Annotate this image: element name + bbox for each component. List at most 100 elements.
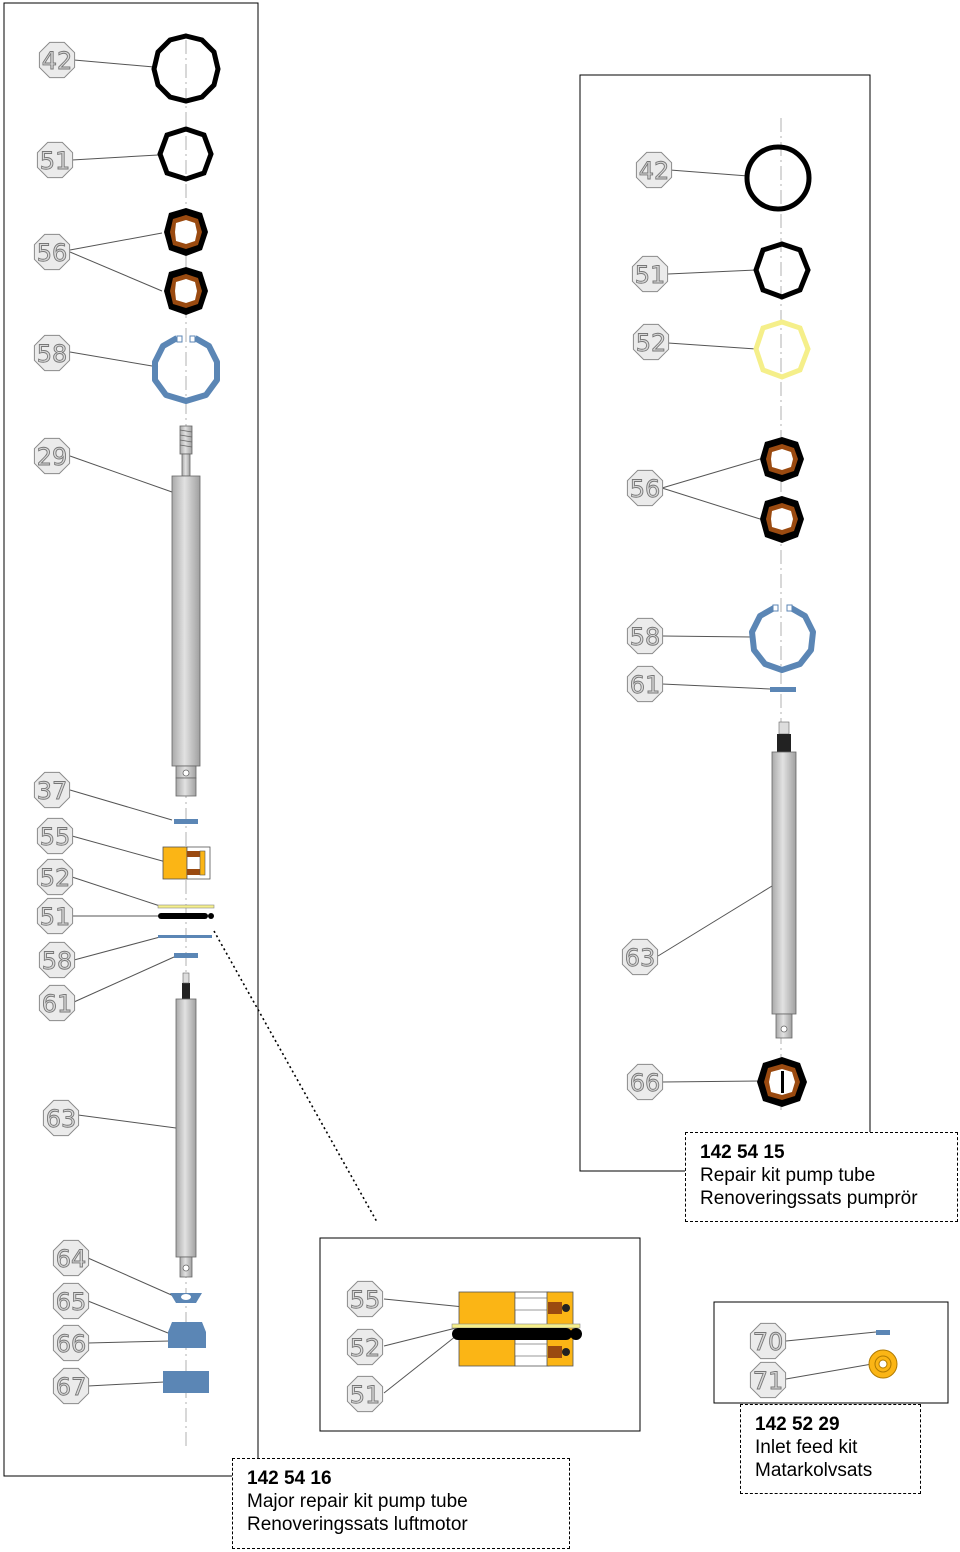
callout-octagon <box>36 141 74 179</box>
left-assembly-frame <box>3 2 259 1477</box>
seal-66-right <box>757 1057 807 1107</box>
callout-octagon <box>38 41 76 79</box>
seal-51-detail <box>452 1328 582 1340</box>
clip-58-left-eye-b <box>189 335 196 343</box>
callout-octagon <box>36 858 74 896</box>
callout-number: 66 <box>630 1069 661 1097</box>
callout-octagon <box>635 151 673 189</box>
pump-tube-63-right <box>771 721 797 1039</box>
callout-number: 61 <box>630 671 661 699</box>
callout-number: 52 <box>636 329 667 357</box>
callout-number: 61 <box>42 990 73 1018</box>
callout-number: 58 <box>42 947 73 975</box>
callout-octagon <box>631 255 669 293</box>
part-65-66 <box>168 1322 206 1348</box>
callout-octagon <box>33 771 71 809</box>
kit-name-en: Major repair kit pump tube <box>247 1491 468 1512</box>
shaft-29 <box>171 425 201 797</box>
kit-part-number: 142 52 29 <box>755 1414 840 1435</box>
kit-box-inlet: 142 52 29 Inlet feed kit Matarkolvsats <box>740 1404 921 1494</box>
callout-number: 51 <box>40 903 71 931</box>
callout-octagon <box>626 1063 664 1101</box>
callout-number: 55 <box>40 823 71 851</box>
seal-56-right-upper <box>760 437 804 482</box>
part-71 <box>868 1349 898 1379</box>
callout-number: 58 <box>37 340 68 368</box>
callout-octagon <box>621 938 659 976</box>
callout-number: 29 <box>37 443 68 471</box>
seal-42-left <box>151 33 221 104</box>
kit-name-en: Repair kit pump tube <box>700 1165 876 1186</box>
kit-name-sv: Renoveringssats pumprör <box>700 1188 918 1209</box>
right-assembly-frame <box>579 74 871 1172</box>
callout-octagon <box>52 1367 90 1405</box>
detail-leader-lines <box>383 1298 877 1394</box>
ring-52-right <box>753 319 811 380</box>
kit-box-major: 142 54 16 Major repair kit pump tube Ren… <box>232 1458 570 1549</box>
callout-octagon <box>346 1328 384 1366</box>
seal-42-right <box>744 144 812 212</box>
kit-name-sv: Matarkolvsats <box>755 1460 873 1481</box>
callout-octagon <box>52 1324 90 1362</box>
callout-number: 51 <box>350 1381 381 1409</box>
callout-number: 65 <box>56 1288 87 1316</box>
ring-52-detail <box>451 1323 581 1329</box>
seal-56-left-upper <box>164 208 208 256</box>
callout-number: 66 <box>56 1330 87 1358</box>
clip-58-left-side <box>158 935 212 938</box>
left-leader-lines <box>69 59 177 1387</box>
clip-58-right <box>749 605 816 673</box>
kit-part-number: 142 54 15 <box>700 1142 785 1163</box>
callout-octagon <box>36 897 74 935</box>
clip-58-right-eye-b <box>786 604 793 612</box>
oring-61-right <box>770 687 796 692</box>
callout-octagon <box>626 469 664 507</box>
ring-52-left <box>157 904 215 909</box>
callout-labels: 4251565829375552515861636465666742515256… <box>33 41 787 1413</box>
callout-octagon <box>346 1375 384 1413</box>
callout-number: 70 <box>753 1328 784 1356</box>
oring-61-left <box>174 953 198 958</box>
seal-51-left-side <box>158 913 214 919</box>
kit-box-repair: 142 54 15 Repair kit pump tube Renoverin… <box>685 1132 958 1222</box>
oring-37-left <box>174 819 198 824</box>
kit-name-en: Inlet feed kit <box>755 1437 858 1458</box>
pump-tube-63-left <box>175 972 197 1278</box>
callout-number: 52 <box>40 864 71 892</box>
callout-number: 56 <box>37 239 68 267</box>
callout-number: 42 <box>42 47 73 75</box>
callout-number: 52 <box>350 1334 381 1362</box>
piston-55-left <box>162 846 211 880</box>
callout-octagon <box>749 1361 787 1399</box>
callout-octagon <box>38 941 76 979</box>
callout-number: 37 <box>37 777 68 805</box>
inlet-frame <box>713 1301 949 1404</box>
callout-octagon <box>346 1280 384 1318</box>
oring-70 <box>876 1330 890 1335</box>
callout-octagon <box>42 1099 80 1137</box>
callout-number: 55 <box>350 1286 381 1314</box>
callout-octagon <box>33 437 71 475</box>
part-64-hole <box>181 1294 191 1300</box>
clip-58-left-eye-a <box>176 335 183 343</box>
callout-octagon <box>632 323 670 361</box>
callout-octagon <box>52 1282 90 1320</box>
seal-51-right <box>753 241 811 300</box>
seal-56-left-lower <box>164 267 208 315</box>
part-67 <box>163 1371 209 1393</box>
callout-number: 58 <box>630 623 661 651</box>
callout-number: 67 <box>56 1373 87 1401</box>
callout-octagon <box>33 334 71 372</box>
detail-pointer-line <box>213 930 378 1223</box>
right-leader-lines <box>657 169 773 1083</box>
callout-octagon <box>36 817 74 855</box>
callout-number: 51 <box>40 147 71 175</box>
callout-number: 56 <box>630 475 661 503</box>
callout-number: 63 <box>46 1105 77 1133</box>
kit-name-sv: Renoveringssats luftmotor <box>247 1514 468 1535</box>
seal-56-right-lower <box>760 496 804 543</box>
clip-58-left <box>152 335 220 404</box>
callout-number: 63 <box>625 944 656 972</box>
callout-octagon <box>33 233 71 271</box>
clip-58-right-eye-a <box>772 604 779 612</box>
